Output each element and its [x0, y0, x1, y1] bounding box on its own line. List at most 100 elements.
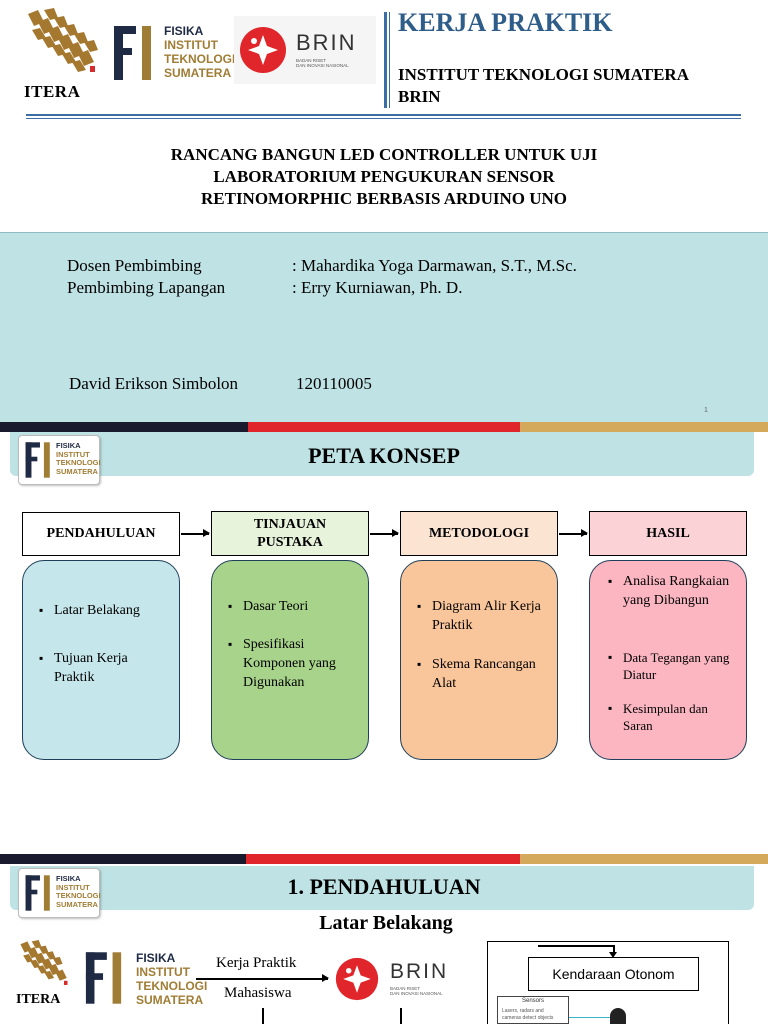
bullet-spesifikasi: Spesifikasi Komponen yang Digunakan — [228, 635, 355, 692]
slide3-title: 1. PENDAHULUAN — [287, 874, 481, 899]
itera-label: ITERA — [24, 82, 81, 101]
itera-label-small: ITERA — [16, 992, 61, 1007]
brin-logo-slide3: BRIN BADAN RISET DAN INOVASI NASIONAL — [332, 952, 464, 1008]
concept-head-pendahuluan: PENDAHULUAN — [22, 512, 180, 556]
fisika-logo: FISIKA INSTITUT TEKNOLOGI SUMATERA — [112, 22, 235, 84]
project-title-line-3: RETINOMORPHIC BERBASIS ARDUINO UNO — [200, 189, 568, 208]
context-line-down — [613, 945, 615, 954]
bullet-tujuan: Tujuan Kerja Praktik — [39, 649, 164, 687]
supervisor-name-1: : Mahardika Yoga Darmawan, S.T., M.Sc. — [292, 256, 577, 275]
fi-small2-line-3: TEKNOLOGI — [56, 891, 101, 900]
brin3-sub-2: DAN INOVASI NASIONAL — [390, 991, 443, 997]
bullet-latar-belakang: Latar Belakang — [39, 601, 174, 620]
fi-small2-line-4: SUMATERA — [56, 899, 98, 909]
header-divider-thin — [389, 12, 390, 108]
fi-logo-mark-small-2 — [25, 875, 50, 911]
slide2-header-bar — [10, 432, 754, 476]
institution-line-2: BRIN — [398, 87, 441, 106]
supervisor-name-2: : Erry Kurniawan, Ph. D. — [292, 278, 463, 297]
supervisor-role-1: Dosen Pembimbing — [67, 256, 202, 275]
student-name: David Erikson Simbolon — [69, 374, 239, 393]
sensor-pointer-line — [569, 1017, 611, 1018]
fi3-line-3: TEKNOLOGI — [136, 979, 208, 993]
concept-head-tinjauan: TINJAUAN PUSTAKA — [211, 511, 369, 556]
fi-line-3: TEKNOLOGI — [164, 52, 236, 66]
concept-body-hasil: Analisa Rangkaian yang Dibangun Data Teg… — [589, 560, 747, 760]
fi-line-1: FISIKA — [164, 24, 204, 38]
fi-small2-line-1: FISIKA — [56, 874, 81, 883]
flow-line-right — [400, 1008, 402, 1024]
bullet-analisa: Analisa Rangkaian yang Dibangun — [608, 572, 741, 610]
bullet-skema: Skema Rancangan Alat — [417, 655, 544, 693]
fi-small-line-1: FISIKA — [56, 441, 81, 450]
sensor-inset-line-2: cameras detect objects — [502, 1015, 554, 1021]
brin-sub-2: DAN INOVASI NASIONAL — [296, 63, 349, 69]
supervisor-role-2: Pembimbing Lapangan — [67, 278, 226, 297]
concept-body-tinjauan: Dasar Teori Spesifikasi Komponen yang Di… — [211, 560, 369, 760]
car-icon — [610, 1008, 626, 1024]
header-rule-thin — [26, 118, 741, 119]
page-number: 1 — [704, 407, 708, 414]
sensor-inset: Sensors Lasers, radars and cameras detec… — [497, 996, 569, 1024]
brin-sub-1: BADAN RISET — [296, 58, 327, 63]
slide2-title: PETA KONSEP — [308, 443, 460, 468]
fi-small-line-4: SUMATERA — [56, 466, 98, 476]
arrow-3 — [559, 530, 588, 536]
brin-emblem-3 — [335, 957, 379, 1001]
flow-arrow — [196, 975, 329, 981]
context-arrowhead — [609, 952, 617, 958]
fi-logo-mark — [114, 26, 151, 80]
fi-logo-mark-small — [25, 442, 50, 478]
brin3-sub-1: BADAN RISET — [390, 986, 421, 991]
fi-small-line-3: TEKNOLOGI — [56, 458, 101, 467]
concept-head-metodologi: METODOLOGI — [400, 511, 558, 556]
brin-logo: BRIN BADAN RISET DAN INOVASI NASIONAL — [234, 16, 376, 84]
flow-line-left — [262, 1008, 264, 1024]
bullet-data-tegangan: Data Tegangan yang Diatur — [608, 649, 733, 683]
arrow-2 — [370, 530, 399, 536]
sensor-inset-line-1: Lasers, radars and — [502, 1008, 544, 1014]
info-panel: Dosen Pembimbing : Mahardika Yoga Darmaw… — [0, 232, 768, 423]
fi-line-4: SUMATERA — [164, 66, 232, 80]
flow-label-kerja-praktik: Kerja Praktik — [216, 955, 297, 971]
project-title-line-1: RANCANG BANGUN LED CONTROLLER UNTUK UJI — [170, 145, 598, 164]
fi3-line-1: FISIKA — [136, 951, 176, 965]
divider-stripe-2 — [0, 854, 768, 864]
node-kendaraan-otonom: Kendaraan Otonom — [528, 957, 699, 991]
bullet-kesimpulan: Kesimpulan dan Saran — [608, 700, 733, 734]
header-rule — [26, 114, 741, 116]
brin-word-3: BRIN — [390, 960, 449, 983]
slide3-header-bar — [10, 866, 754, 910]
institution-line-1: INSTITUT TEKNOLOGI SUMATERA — [398, 65, 689, 84]
concept-body-metodologi: Diagram Alir Kerja Praktik Skema Rancang… — [400, 560, 558, 760]
bullet-diagram-alir: Diagram Alir Kerja Praktik — [417, 597, 544, 635]
fi-small2-line-2: INSTITUT — [56, 882, 90, 892]
fisika-logo-slide3: FISIKA INSTITUT TEKNOLOGI SUMATERA — [84, 950, 207, 1010]
header-divider — [384, 12, 387, 108]
slide3-subtitle: Latar Belakang — [319, 912, 453, 934]
context-panel — [487, 941, 729, 1024]
brin-word: BRIN — [296, 30, 357, 55]
concept-body-pendahuluan: Latar Belakang Tujuan Kerja Praktik — [22, 560, 180, 760]
itera-logo-mark-small — [20, 940, 68, 985]
itera-logo: ITERA — [24, 8, 102, 101]
fi3-line-4: SUMATERA — [136, 993, 204, 1007]
bullet-dasar-teori: Dasar Teori — [228, 597, 363, 616]
slide2-fi-logo: FISIKA INSTITUT TEKNOLOGI SUMATERA — [18, 435, 101, 485]
sensor-inset-title: Sensors — [521, 998, 544, 1004]
itera-logo-mark — [28, 8, 98, 72]
brin-emblem — [240, 27, 286, 73]
student-nim: 120110005 — [296, 374, 372, 393]
context-line-top — [538, 945, 614, 947]
concept-head-hasil: HASIL — [589, 511, 747, 556]
arrow-1 — [181, 530, 210, 536]
fi3-line-2: INSTITUT — [136, 965, 190, 979]
header-title: KERJA PRAKTIK — [398, 8, 613, 37]
flow-label-mahasiswa: Mahasiswa — [224, 985, 292, 1001]
fi-line-2: INSTITUT — [164, 38, 218, 52]
divider-stripe-1 — [0, 422, 768, 432]
fi-small-line-2: INSTITUT — [56, 449, 90, 459]
itera-logo-small: ITERA — [14, 940, 78, 1010]
fi-logo-mark-3 — [85, 952, 122, 1004]
slide3-fi-logo: FISIKA INSTITUT TEKNOLOGI SUMATERA — [18, 868, 101, 918]
